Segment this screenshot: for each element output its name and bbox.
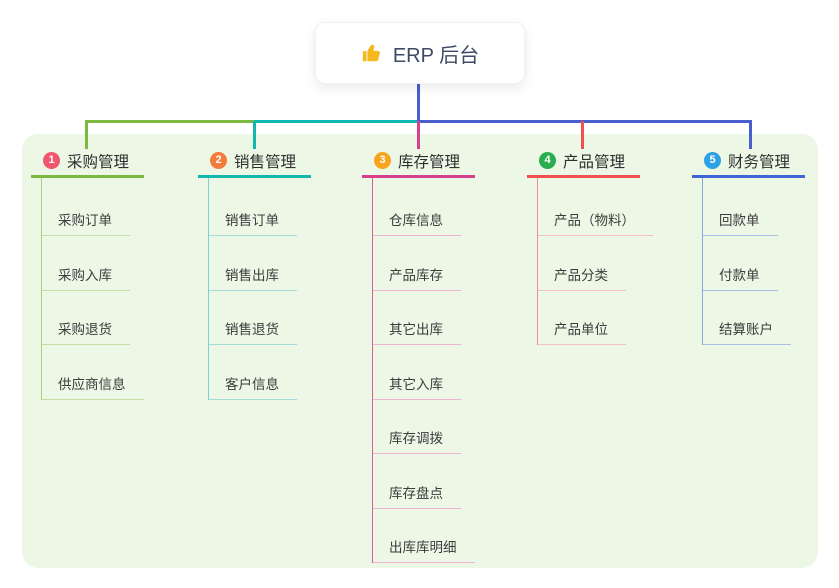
node-stock-count[interactable]: 库存盘点 (373, 454, 461, 509)
node-stock-transfer[interactable]: 库存调拨 (373, 400, 461, 454)
badge-1: 1 (43, 152, 60, 169)
node-warehouse-info[interactable]: 仓库信息 (373, 178, 461, 236)
node-procurement-inbound[interactable]: 采购入库 (42, 236, 130, 291)
connector-drop-finance (749, 121, 752, 149)
node-other-inbound[interactable]: 其它入库 (373, 345, 461, 400)
branch-inventory[interactable]: 3 库存管理 (362, 146, 475, 178)
branch-procurement-label: 采购管理 (67, 153, 130, 171)
children-inventory: 仓库信息 产品库存 其它出库 其它入库 库存调拨 库存盘点 出库库明细 (372, 178, 475, 563)
node-receipt-doc[interactable]: 回款单 (703, 178, 778, 236)
root-node[interactable]: ERP 后台 (315, 22, 525, 84)
branch-finance[interactable]: 5 财务管理 (692, 146, 805, 178)
branch-sales[interactable]: 2 销售管理 (198, 146, 311, 178)
node-customer-info[interactable]: 客户信息 (209, 345, 297, 400)
node-product-material[interactable]: 产品（物料） (538, 178, 653, 236)
thumbs-up-icon (361, 42, 383, 64)
branch-product[interactable]: 4 产品管理 (527, 146, 640, 178)
connector-root-stem (417, 81, 420, 122)
branch-finance-label: 财务管理 (728, 153, 791, 171)
node-other-outbound[interactable]: 其它出库 (373, 291, 461, 345)
node-product-category[interactable]: 产品分类 (538, 236, 626, 291)
connector-trunk-procurement (85, 120, 256, 123)
branch-procurement[interactable]: 1 采购管理 (31, 146, 144, 178)
badge-5: 5 (704, 152, 721, 169)
connector-drop-sales (253, 121, 256, 149)
children-product: 产品（物料） 产品分类 产品单位 (537, 178, 653, 345)
badge-3: 3 (374, 152, 391, 169)
node-procurement-order[interactable]: 采购订单 (42, 178, 130, 236)
background-panel (22, 134, 818, 568)
node-sales-outbound[interactable]: 销售出库 (209, 236, 297, 291)
children-sales: 销售订单 销售出库 销售退货 客户信息 (208, 178, 297, 400)
root-label: ERP 后台 (392, 44, 480, 67)
badge-4: 4 (539, 152, 556, 169)
node-sales-order[interactable]: 销售订单 (209, 178, 297, 236)
branch-sales-group: 2 销售管理 销售订单 销售出库 销售退货 客户信息 (198, 146, 311, 400)
branch-inventory-group: 3 库存管理 仓库信息 产品库存 其它出库 其它入库 库存调拨 库存盘点 出库库… (362, 146, 475, 563)
connector-trunk-finance (417, 120, 752, 123)
badge-2: 2 (210, 152, 227, 169)
branch-product-label: 产品管理 (563, 153, 626, 171)
node-supplier-info[interactable]: 供应商信息 (42, 345, 144, 400)
node-product-unit[interactable]: 产品单位 (538, 291, 626, 345)
node-product-stock[interactable]: 产品库存 (373, 236, 461, 291)
branch-inventory-label: 库存管理 (398, 153, 461, 171)
branch-product-group: 4 产品管理 产品（物料） 产品分类 产品单位 (527, 146, 653, 345)
node-outbound-detail[interactable]: 出库库明细 (373, 509, 475, 563)
branch-finance-group: 5 财务管理 回款单 付款单 结算账户 (692, 146, 805, 345)
connector-drop-product (581, 121, 584, 149)
branch-sales-label: 销售管理 (234, 153, 297, 171)
children-procurement: 采购订单 采购入库 采购退货 供应商信息 (41, 178, 144, 400)
node-settlement-account[interactable]: 结算账户 (703, 291, 791, 345)
connector-trunk-sales (254, 120, 418, 123)
connector-drop-inventory (417, 121, 420, 149)
node-payment-doc[interactable]: 付款单 (703, 236, 778, 291)
node-sales-return[interactable]: 销售退货 (209, 291, 297, 345)
branch-procurement-group: 1 采购管理 采购订单 采购入库 采购退货 供应商信息 (31, 146, 144, 400)
children-finance: 回款单 付款单 结算账户 (702, 178, 791, 345)
connector-drop-procurement (85, 121, 88, 149)
node-procurement-return[interactable]: 采购退货 (42, 291, 130, 345)
